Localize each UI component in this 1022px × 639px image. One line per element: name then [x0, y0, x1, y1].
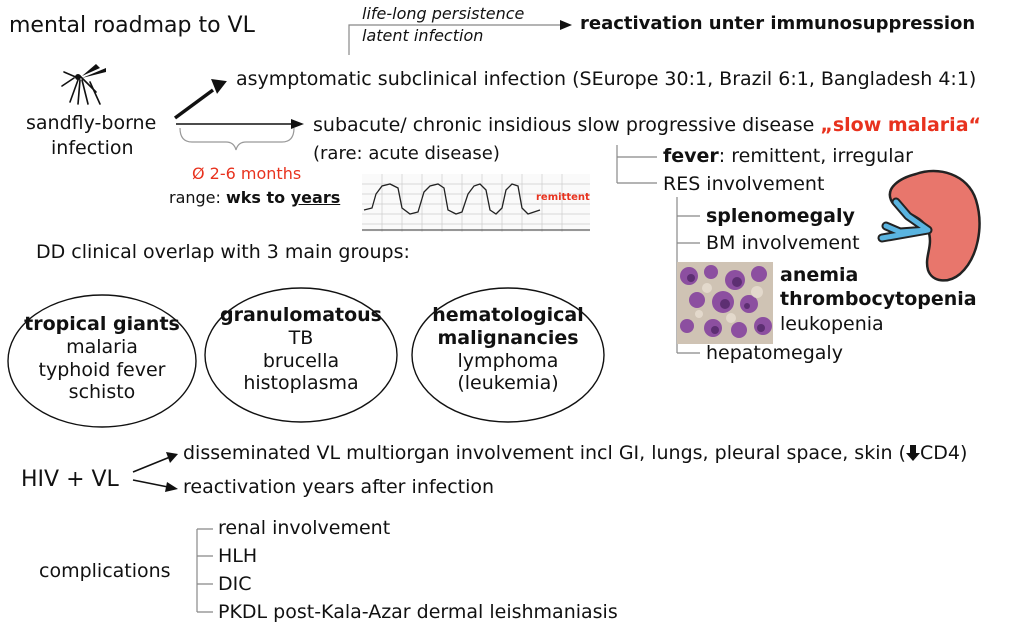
hiv-line1-text: disseminated VL multiorgan involvement i…	[183, 442, 906, 464]
dd-group-title: hematological	[432, 304, 584, 326]
hiv-reactivation: reactivation years after infection	[183, 476, 495, 498]
leukopenia: leukopenia	[780, 313, 884, 335]
dd-group-item: lymphoma	[457, 349, 559, 372]
spleen-icon	[877, 169, 981, 282]
incubation-range: range: wks to years	[169, 190, 340, 206]
bm-involvement: BM involvement	[706, 232, 860, 254]
dd-heading: DD clinical overlap with 3 main groups:	[36, 241, 410, 263]
complication-item: HLH	[218, 545, 258, 567]
complication-item: PKDL post-Kala-Azar dermal leishmaniasis	[218, 601, 618, 623]
infection-line2: infection	[51, 137, 134, 159]
splenomegaly: splenomegaly	[706, 205, 855, 227]
hiv-vl-label: HIV + VL	[21, 467, 119, 492]
dd-group-item: schisto	[68, 381, 136, 404]
range-years: years	[290, 188, 341, 207]
persistence-line1: life-long persistence	[362, 4, 525, 23]
dd-group-item: histoplasma	[243, 372, 359, 395]
complications-label: complications	[39, 560, 171, 582]
fever-chart-label: remittent	[536, 192, 590, 203]
slow-malaria-label: „slow malaria“	[820, 114, 982, 136]
dd-group-title: malignancies	[437, 326, 579, 349]
down-arrow-icon	[905, 445, 920, 461]
hepatomegaly: hepatomegaly	[706, 342, 843, 364]
fever-finding: fever: remittent, irregular	[663, 147, 913, 166]
fever-rest: : remittent, irregular	[718, 145, 913, 167]
dd-group-item: brucella	[262, 349, 340, 372]
subacute-text: subacute/ chronic insidious slow progres…	[313, 114, 821, 136]
dd-group-title: tropical giants	[24, 313, 180, 335]
rare-acute: (rare: acute disease)	[313, 143, 500, 164]
range-wks: wks to	[226, 188, 291, 207]
dd-group-title: granulomatous	[219, 304, 382, 326]
persistence-line2: latent infection	[362, 26, 484, 45]
dd-group-item: typhoid fever	[38, 358, 166, 381]
dd-group-item: TB	[288, 326, 314, 349]
bone-marrow-smear-image	[677, 262, 773, 344]
hiv-disseminated: disseminated VL multiorgan involvement i…	[183, 444, 967, 463]
dd-group-granulomatous: granulomatous TB brucella histoplasma	[205, 304, 397, 395]
res-involvement: RES involvement	[663, 173, 825, 195]
dd-group-item: (leukemia)	[457, 372, 559, 395]
anemia: anemia	[780, 264, 859, 286]
reactivation-label: reactivation unter immunosuppression	[580, 13, 976, 34]
hiv-line1-end: CD4)	[919, 442, 968, 464]
complication-item: DIC	[218, 573, 252, 595]
subacute-disease: subacute/ chronic insidious slow progres…	[313, 116, 981, 135]
complication-item: renal involvement	[218, 517, 391, 539]
dd-group-item: malaria	[66, 335, 138, 358]
fever-bold: fever	[663, 145, 719, 167]
mosquito-icon	[61, 64, 106, 105]
asymptomatic-infection: asymptomatic subclinical infection (SEur…	[236, 68, 977, 90]
thrombocytopenia: thrombocytopenia	[780, 288, 977, 310]
page-title: mental roadmap to VL	[9, 13, 255, 38]
infection-line1: sandfly-borne	[26, 112, 157, 134]
dd-group-tropical-giants: tropical giants malaria typhoid fever sc…	[8, 313, 196, 404]
fever-chart: remittent	[362, 174, 590, 232]
dd-group-hematological: hematological malignancies lymphoma (leu…	[412, 304, 604, 395]
incubation-label: Ø 2-6 months	[192, 164, 302, 183]
range-prefix: range:	[169, 188, 226, 207]
